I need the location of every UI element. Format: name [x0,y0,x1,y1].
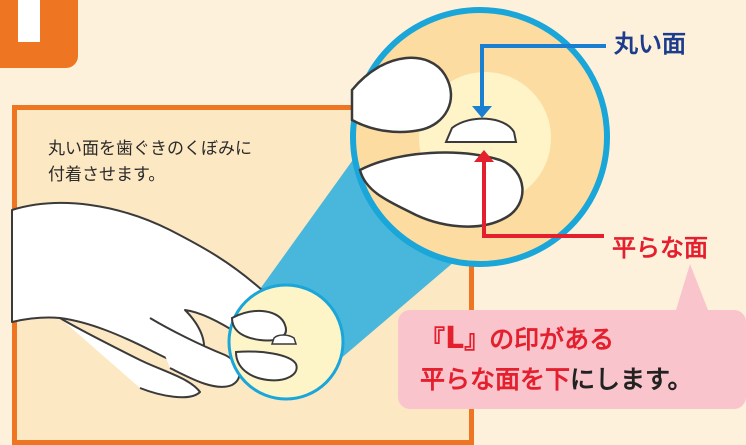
bracket-close: 』 [464,325,490,354]
round-face-leader [480,44,606,108]
small-fingers [230,310,298,382]
flat-face-arrowhead [474,150,494,162]
callout-line-2-pre: 平らな面を [420,365,546,394]
step-number-badge [0,0,78,68]
callout-line-1: 『L』の印がある [420,320,614,356]
small-denture-pad [270,334,298,345]
callout-line-1-text: の印がある [489,325,615,354]
callout-box [398,310,746,409]
instruction-line-1: 丸い面を歯ぐきのくぼみに [48,139,252,159]
bracket-open: 『 [420,325,446,354]
step-number-glyph [18,0,40,42]
round-face-label: 丸い面 [614,30,686,58]
instruction-line-2: 付着させます。 [48,165,166,185]
callout-line-2: 平らな面を下にします。 [420,360,693,396]
flat-face-label: 平らな面 [612,234,708,262]
callout-down-word: 下 [545,365,571,394]
mark-letter: L [445,321,465,356]
instruction-text: 丸い面を歯ぐきのくぼみに 付着させます。 [48,136,348,188]
round-face-arrowhead [472,106,492,118]
callout-pointer [676,264,708,310]
callout-line-2-post: にします。 [570,365,693,394]
denture-pad [444,117,518,143]
large-fingers [350,56,524,228]
flat-face-leader [482,160,604,238]
